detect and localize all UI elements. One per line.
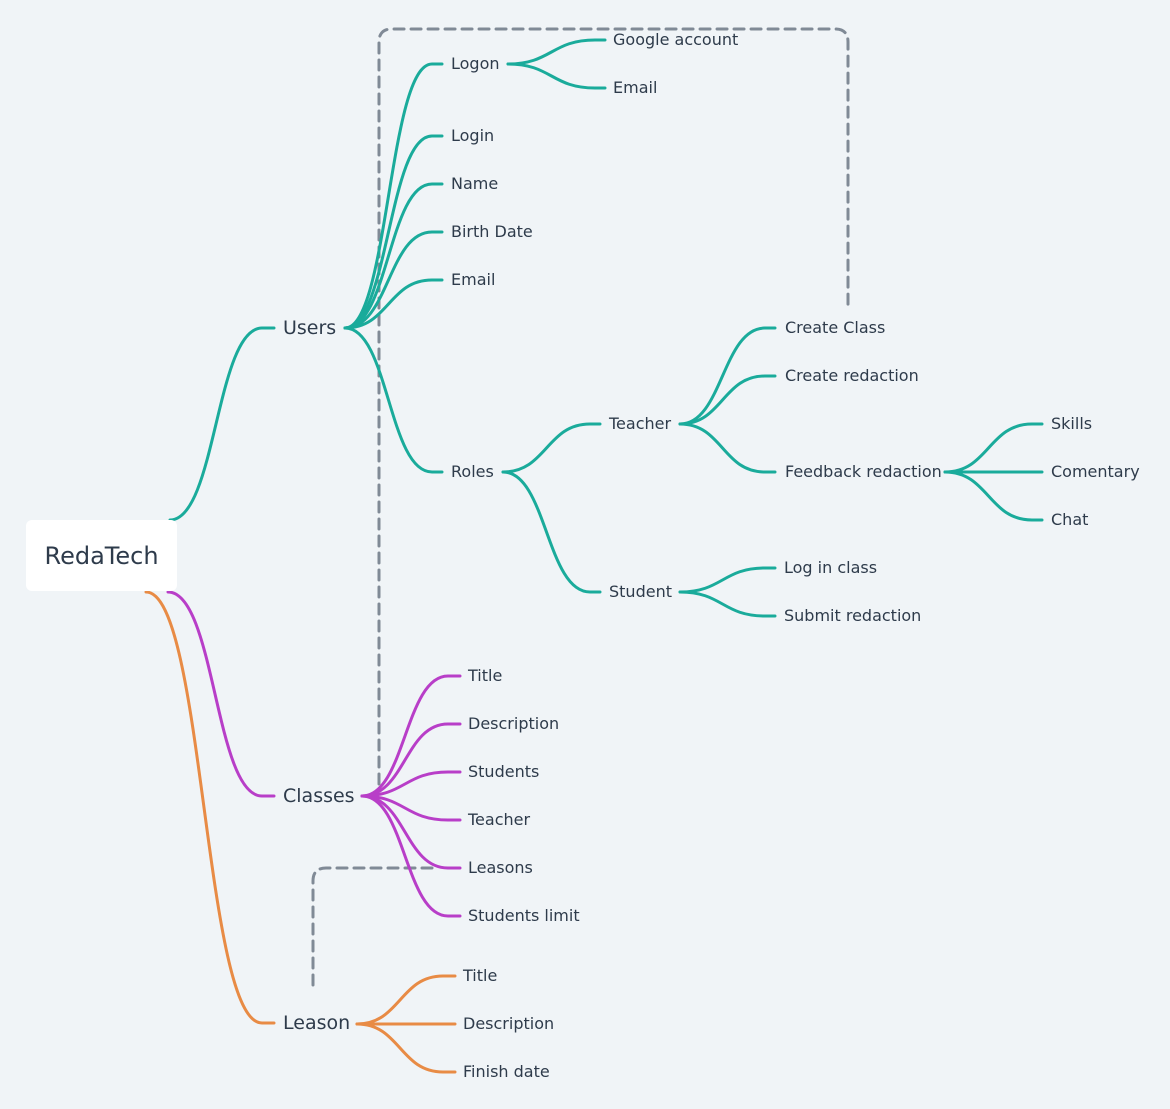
connector-root-users (168, 326, 276, 522)
submit-redaction-node[interactable]: Submit redaction (784, 606, 922, 625)
class-students-limit-node[interactable]: Students limit (468, 906, 580, 925)
connector-classes-students-limit (360, 794, 462, 918)
connector-root-classes (166, 590, 276, 798)
connector-classes-teacher (360, 794, 462, 822)
connector-users-login (343, 134, 444, 330)
leason-description-node[interactable]: Description (463, 1014, 555, 1033)
class-leasons-node[interactable]: Leasons (468, 858, 533, 877)
connector-users-logon (343, 62, 444, 330)
connector-roles-student (501, 470, 602, 594)
connector-classes-description (360, 722, 462, 798)
class-title-node[interactable]: Title (468, 666, 503, 685)
connector-users-roles (343, 326, 444, 474)
relation-leasons-leason (311, 866, 434, 994)
connector-logon-google-account (506, 38, 607, 66)
connector-users-email (343, 278, 444, 330)
connector-teacher-create-class (678, 326, 777, 426)
connector-feedback-skills (943, 422, 1044, 474)
roles-node[interactable]: Roles (451, 462, 494, 481)
connector-users-birth-date (343, 230, 444, 330)
teacher-role-node[interactable]: Teacher (609, 414, 672, 433)
class-description-node[interactable]: Description (468, 714, 560, 733)
class-students-node[interactable]: Students (468, 762, 540, 781)
connector-teacher-feedback (678, 422, 777, 474)
root-node[interactable]: RedaTech (26, 520, 177, 591)
logon-node[interactable]: Logon (451, 54, 500, 73)
classes-node[interactable]: Classes (283, 785, 355, 807)
name-node[interactable]: Name (451, 174, 499, 193)
login-node[interactable]: Login (451, 126, 495, 145)
create-redaction-node[interactable]: Create redaction (785, 366, 919, 385)
comentary-node[interactable]: Comentary (1051, 462, 1140, 481)
skills-node[interactable]: Skills (1051, 414, 1093, 433)
leason-title-node[interactable]: Title (463, 966, 498, 985)
connector-teacher-create-redaction (678, 374, 777, 426)
class-teacher-node[interactable]: Teacher (468, 810, 531, 829)
connector-users-name (343, 182, 444, 330)
chat-node[interactable]: Chat (1051, 510, 1089, 529)
logon-google-account-node[interactable]: Google account (613, 30, 739, 49)
relation-classes-create-class (377, 27, 850, 786)
users-node[interactable]: Users (283, 317, 337, 339)
leason-node[interactable]: Leason (283, 1012, 351, 1034)
connector-leason-finish-date (355, 1022, 457, 1074)
connector-classes-title (360, 674, 462, 798)
connector-logon-email (506, 62, 607, 90)
connector-classes-leasons (360, 794, 462, 870)
connector-feedback-chat (943, 470, 1044, 522)
connector-student-log-in-class (678, 566, 777, 594)
student-role-node[interactable]: Student (609, 582, 672, 601)
log-in-class-node[interactable]: Log in class (784, 558, 878, 577)
connector-leason-title (355, 974, 457, 1026)
connector-classes-students (360, 770, 462, 798)
leason-finish-date-node[interactable]: Finish date (463, 1062, 550, 1081)
feedback-redaction-node[interactable]: Feedback redaction (785, 462, 942, 481)
email-node[interactable]: Email (451, 270, 496, 289)
birth-date-node[interactable]: Birth Date (451, 222, 533, 241)
connector-student-submit-redaction (678, 590, 777, 618)
create-class-node[interactable]: Create Class (785, 318, 886, 337)
connector-roles-teacher (501, 422, 602, 474)
root-label: RedaTech (44, 541, 159, 570)
connector-root-leason (144, 590, 276, 1025)
logon-email-node[interactable]: Email (613, 78, 658, 97)
